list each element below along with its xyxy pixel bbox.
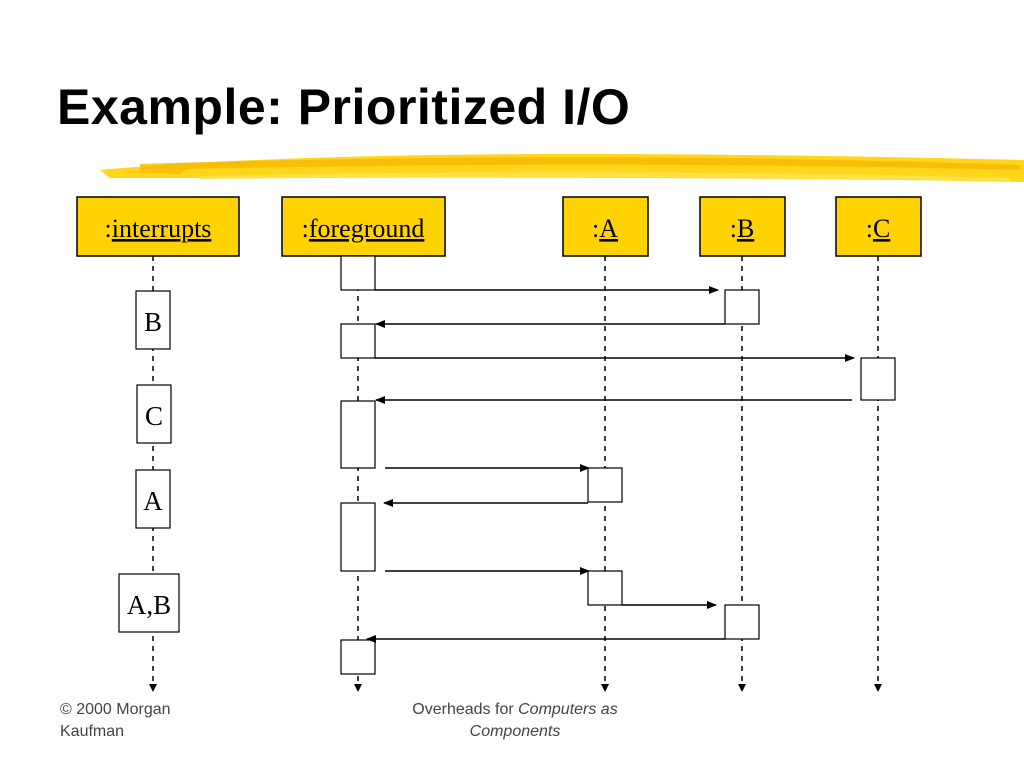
interrupt-box-c: C xyxy=(136,384,172,444)
object-prefix: : xyxy=(592,214,599,243)
title-underline-brush xyxy=(100,154,1024,182)
activation-c xyxy=(860,357,896,401)
activation-foreground xyxy=(340,400,376,469)
object-foreground: :foreground xyxy=(281,196,446,257)
activation-foreground xyxy=(340,502,376,572)
interrupt-label: A,B xyxy=(127,590,171,620)
object-prefix: : xyxy=(302,214,309,243)
object-name: interrupts xyxy=(112,214,212,243)
overheads-footer: Overheads for Computers as Components xyxy=(370,699,660,743)
lifeline-end-arrow xyxy=(601,684,609,692)
svg-text::B: :B xyxy=(730,214,755,243)
interrupt-label: C xyxy=(145,401,163,431)
slide-title: Example: Prioritized I/O xyxy=(57,79,631,135)
activation-b xyxy=(724,289,760,325)
activation-foreground xyxy=(340,639,376,675)
object-name: C xyxy=(873,214,890,243)
interrupt-box-a: A xyxy=(135,469,171,529)
activation-a xyxy=(587,467,623,503)
lifeline-end-arrow xyxy=(354,684,362,692)
interrupt-box-b: B xyxy=(135,290,171,350)
object-prefix: : xyxy=(730,214,737,243)
svg-text::foreground: :foreground xyxy=(302,214,425,243)
object-interrupts: :interrupts xyxy=(76,196,240,257)
activation-b xyxy=(724,604,760,640)
svg-text::interrupts: :interrupts xyxy=(105,214,212,243)
copyright-footer: © 2000 Morgan Kaufman xyxy=(60,699,220,743)
copyright-line: Kaufman xyxy=(60,723,125,740)
object-name: foreground xyxy=(309,214,425,243)
interrupt-label: A xyxy=(143,486,163,516)
footer-book-title: Computers as xyxy=(518,701,618,718)
svg-text::C: :C xyxy=(866,214,891,243)
footer-prefix: Overheads for xyxy=(412,701,519,718)
interrupt-box-ab: A,B xyxy=(118,573,180,633)
activation-foreground xyxy=(340,255,376,291)
activation-a xyxy=(587,570,623,606)
object-c: :C xyxy=(835,196,922,257)
activation-foreground xyxy=(340,323,376,359)
svg-text::A: :A xyxy=(592,214,618,243)
object-name: A xyxy=(599,214,618,243)
object-prefix: : xyxy=(866,214,873,243)
interrupt-label: B xyxy=(144,307,162,337)
copyright-line: © 2000 Morgan xyxy=(60,701,171,718)
lifeline-end-arrow xyxy=(149,684,157,692)
object-prefix: : xyxy=(105,214,112,243)
lifeline-end-arrow xyxy=(874,684,882,692)
object-b: :B xyxy=(699,196,786,257)
object-name: B xyxy=(737,214,754,243)
object-a: :A xyxy=(562,196,649,257)
lifeline-end-arrow xyxy=(738,684,746,692)
footer-book-title: Components xyxy=(469,723,561,740)
